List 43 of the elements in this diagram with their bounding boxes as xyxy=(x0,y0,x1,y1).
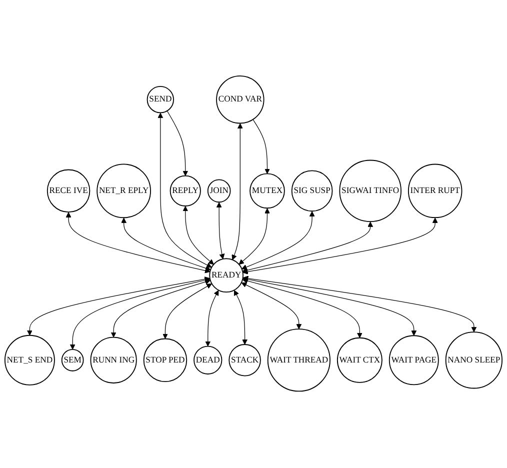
node-circle: JOIN xyxy=(207,180,231,203)
node-circle: NANO SLEEP xyxy=(445,332,503,390)
node-circle: SIGWAI TINFO xyxy=(339,160,402,222)
arrow xyxy=(27,276,210,336)
arrow xyxy=(110,280,210,338)
arrow xyxy=(232,124,243,260)
arrow xyxy=(70,278,210,350)
arrow xyxy=(242,278,362,339)
arrow xyxy=(216,202,225,260)
arrow xyxy=(234,290,248,346)
arrow xyxy=(205,290,219,347)
arrow xyxy=(242,218,438,275)
node-circle: COND VAR xyxy=(216,76,264,124)
node-circle: SEND xyxy=(146,86,174,114)
node-circle: STACK xyxy=(228,344,261,377)
arrow xyxy=(252,120,270,174)
arrow xyxy=(121,218,211,272)
arrow xyxy=(242,277,417,336)
arrow xyxy=(182,206,214,266)
node-circle: WAIT PAGE xyxy=(388,336,439,386)
arrow xyxy=(242,222,374,274)
node-circle: WAIT THREAD xyxy=(267,329,330,392)
node-circle: INTER RUPT xyxy=(408,164,462,218)
arrow xyxy=(166,111,188,176)
node-circle: RUNN ING xyxy=(90,337,137,384)
node-circle: WAIT CTX xyxy=(336,338,382,384)
node-circle: DEAD xyxy=(194,346,222,375)
arrow xyxy=(238,208,270,266)
arrow xyxy=(241,282,302,330)
arrow xyxy=(242,276,477,333)
node-circle: READY xyxy=(209,258,244,293)
node-circle: SIG SUSP xyxy=(291,170,333,212)
node-circle: SEM xyxy=(61,349,84,372)
node-circle: NET_R EPLY xyxy=(96,164,152,219)
arrow xyxy=(242,212,315,270)
arrow xyxy=(66,212,210,274)
node-circle: STOP PED xyxy=(143,338,188,382)
node-circle: NET_S END xyxy=(4,335,55,386)
node-circle: MUTEX xyxy=(250,174,285,209)
node-circle: RECE IVE xyxy=(46,170,90,213)
node-circle: REPLY xyxy=(170,176,201,207)
arrow xyxy=(158,113,212,268)
arrow xyxy=(162,284,212,340)
